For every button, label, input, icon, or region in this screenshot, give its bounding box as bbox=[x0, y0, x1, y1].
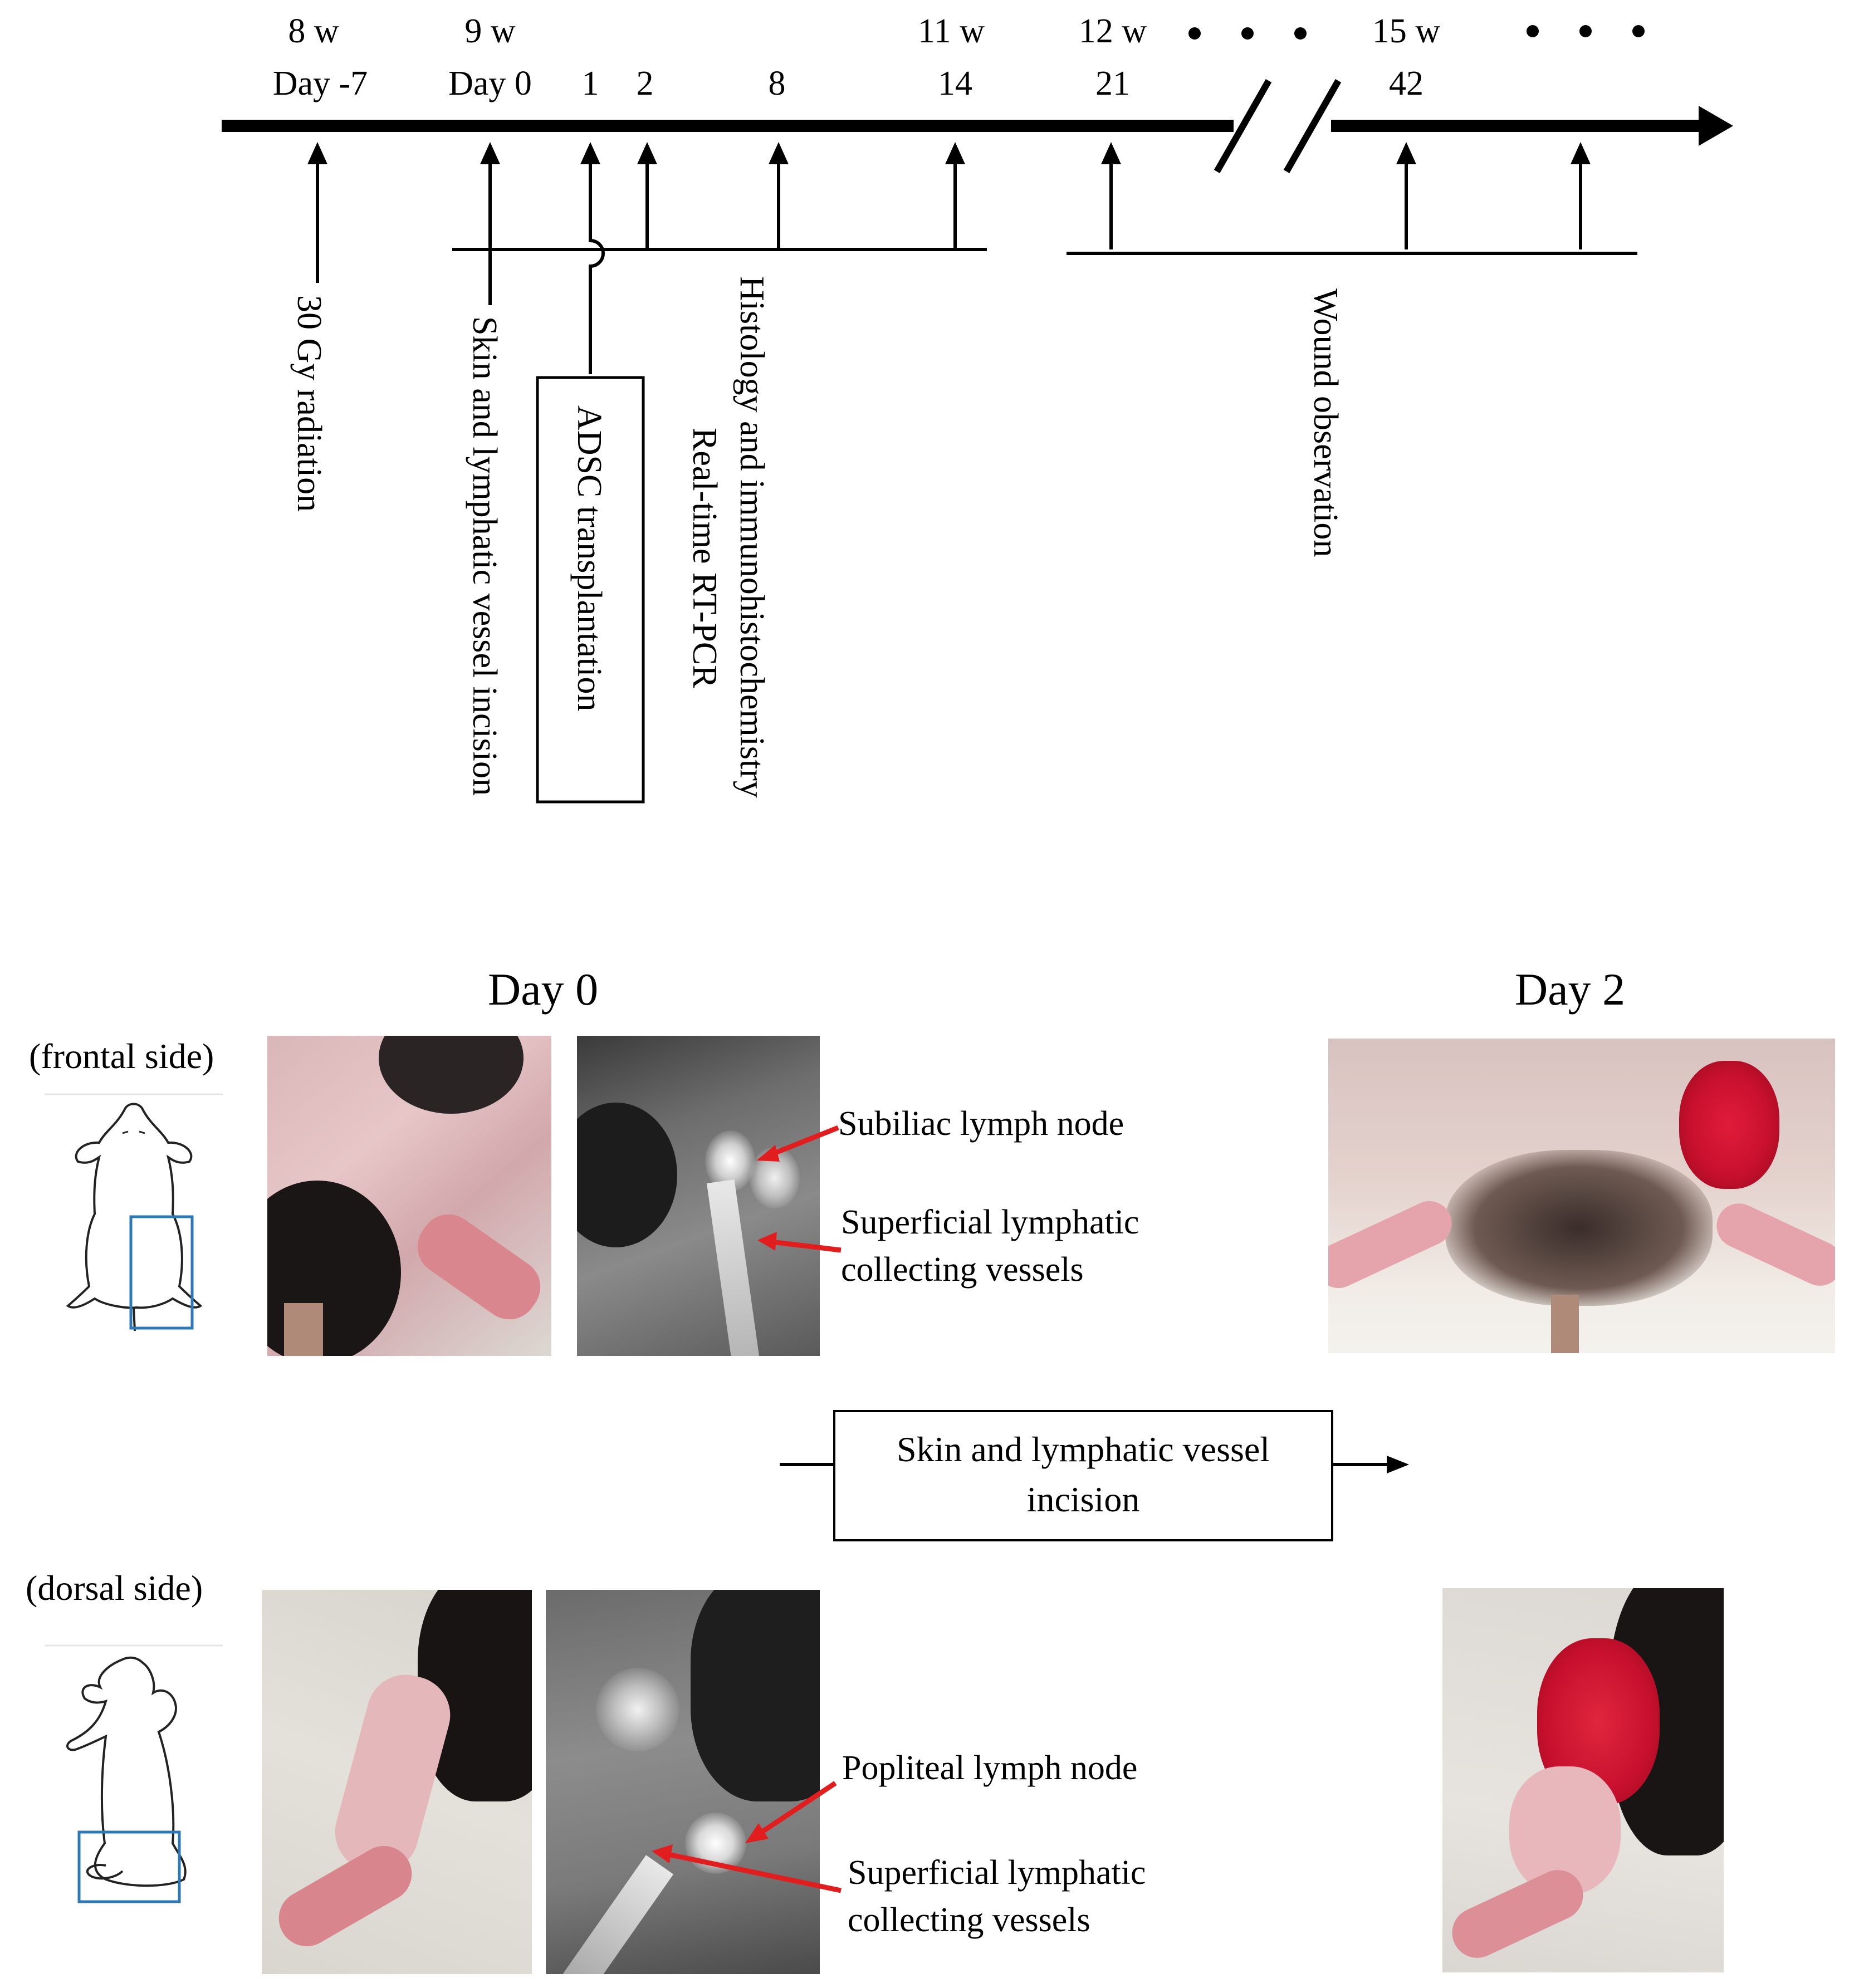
arrow-day-minus7 bbox=[307, 142, 327, 283]
day-label-minus7: Day -7 bbox=[273, 65, 368, 102]
frontal-annotation-arrows bbox=[756, 1125, 839, 1162]
arrow-day-42 bbox=[1396, 142, 1416, 249]
day-label-2: 2 bbox=[637, 65, 654, 102]
dorsal-side-label: (dorsal side) bbox=[26, 1568, 203, 1608]
day0-title: Day 0 bbox=[488, 964, 599, 1015]
dorsal-region-box bbox=[77, 1830, 181, 1903]
photo-dorsal-day0-fluorescence bbox=[546, 1590, 820, 1974]
procedure-arrow bbox=[780, 1456, 1409, 1473]
week-label-15: 15 w bbox=[1372, 12, 1441, 50]
frontal-vessel-arrow bbox=[757, 1232, 842, 1253]
frontal-side-label: (frontal side) bbox=[29, 1036, 214, 1076]
arrow-day-2 bbox=[637, 142, 657, 249]
arrow-day-21 bbox=[1101, 142, 1121, 249]
label-frontal-vessels-1: Superficial lymphatic bbox=[841, 1203, 1139, 1241]
week-label-9: 9 w bbox=[464, 12, 516, 50]
label-rtpcr: Real-time RT-PCR bbox=[686, 428, 723, 688]
day2-title: Day 2 bbox=[1515, 964, 1626, 1015]
label-subiliac-node: Subiliac lymph node bbox=[838, 1105, 1124, 1143]
label-dorsal-vessels-1: Superficial lymphatic bbox=[848, 1854, 1146, 1892]
day-label-0: Day 0 bbox=[448, 65, 532, 102]
arrow-day-1 bbox=[580, 142, 605, 374]
mouse-dorsal-sketch bbox=[45, 1644, 223, 1903]
timeline-axis bbox=[222, 79, 1733, 173]
ellipsis-dots-mid bbox=[1188, 27, 1307, 40]
photo-frontal-day0-fluorescence bbox=[577, 1036, 820, 1356]
week-label-12: 12 w bbox=[1079, 12, 1147, 50]
day-label-42: 42 bbox=[1389, 65, 1423, 102]
adsc-box bbox=[536, 376, 645, 804]
arrow-dorsal-vessels bbox=[652, 1844, 842, 1893]
photo-frontal-day2 bbox=[1328, 1039, 1835, 1353]
label-frontal-vessels-2: collecting vessels bbox=[841, 1251, 1084, 1289]
arrow-subiliac-node bbox=[756, 1125, 839, 1162]
week-label-11: 11 w bbox=[918, 12, 985, 50]
arrow-day-14 bbox=[945, 142, 965, 249]
label-incision: Skin and lymphatic vessel incision bbox=[466, 316, 503, 796]
arrow-day-8 bbox=[769, 142, 789, 249]
label-radiation: 30 Gy radiation bbox=[290, 295, 328, 512]
mouse-frontal-sketch bbox=[45, 1093, 223, 1331]
day-label-1: 1 bbox=[582, 65, 599, 102]
photo-dorsal-day0 bbox=[262, 1590, 532, 1974]
day-label-21: 21 bbox=[1095, 65, 1130, 102]
day-label-8: 8 bbox=[769, 65, 786, 102]
arrow-popliteal-node bbox=[745, 1781, 837, 1843]
frontal-region-box bbox=[129, 1215, 194, 1330]
arrow-day-later bbox=[1571, 142, 1591, 249]
photo-frontal-day0 bbox=[267, 1036, 551, 1356]
label-popliteal-node: Popliteal lymph node bbox=[842, 1749, 1138, 1787]
procedure-box: Skin and lymphatic vessel incision bbox=[833, 1410, 1333, 1541]
label-adsc: ADSC transplantation bbox=[570, 405, 608, 711]
label-dorsal-vessels-2: collecting vessels bbox=[848, 1901, 1090, 1939]
experiment-timeline: 8 w 9 w 11 w 12 w 15 w Day -7 Day 0 1 2 … bbox=[222, 12, 1733, 804]
label-histology: Histology and immunohistochemistry bbox=[733, 276, 771, 798]
day-label-14: 14 bbox=[938, 65, 972, 102]
week-label-8: 8 w bbox=[288, 12, 339, 50]
label-wound: Wound observation bbox=[1307, 288, 1344, 557]
ellipsis-dots-end bbox=[1527, 25, 1645, 37]
arrow-day-0 bbox=[480, 142, 500, 305]
photo-dorsal-day2 bbox=[1442, 1588, 1724, 1972]
